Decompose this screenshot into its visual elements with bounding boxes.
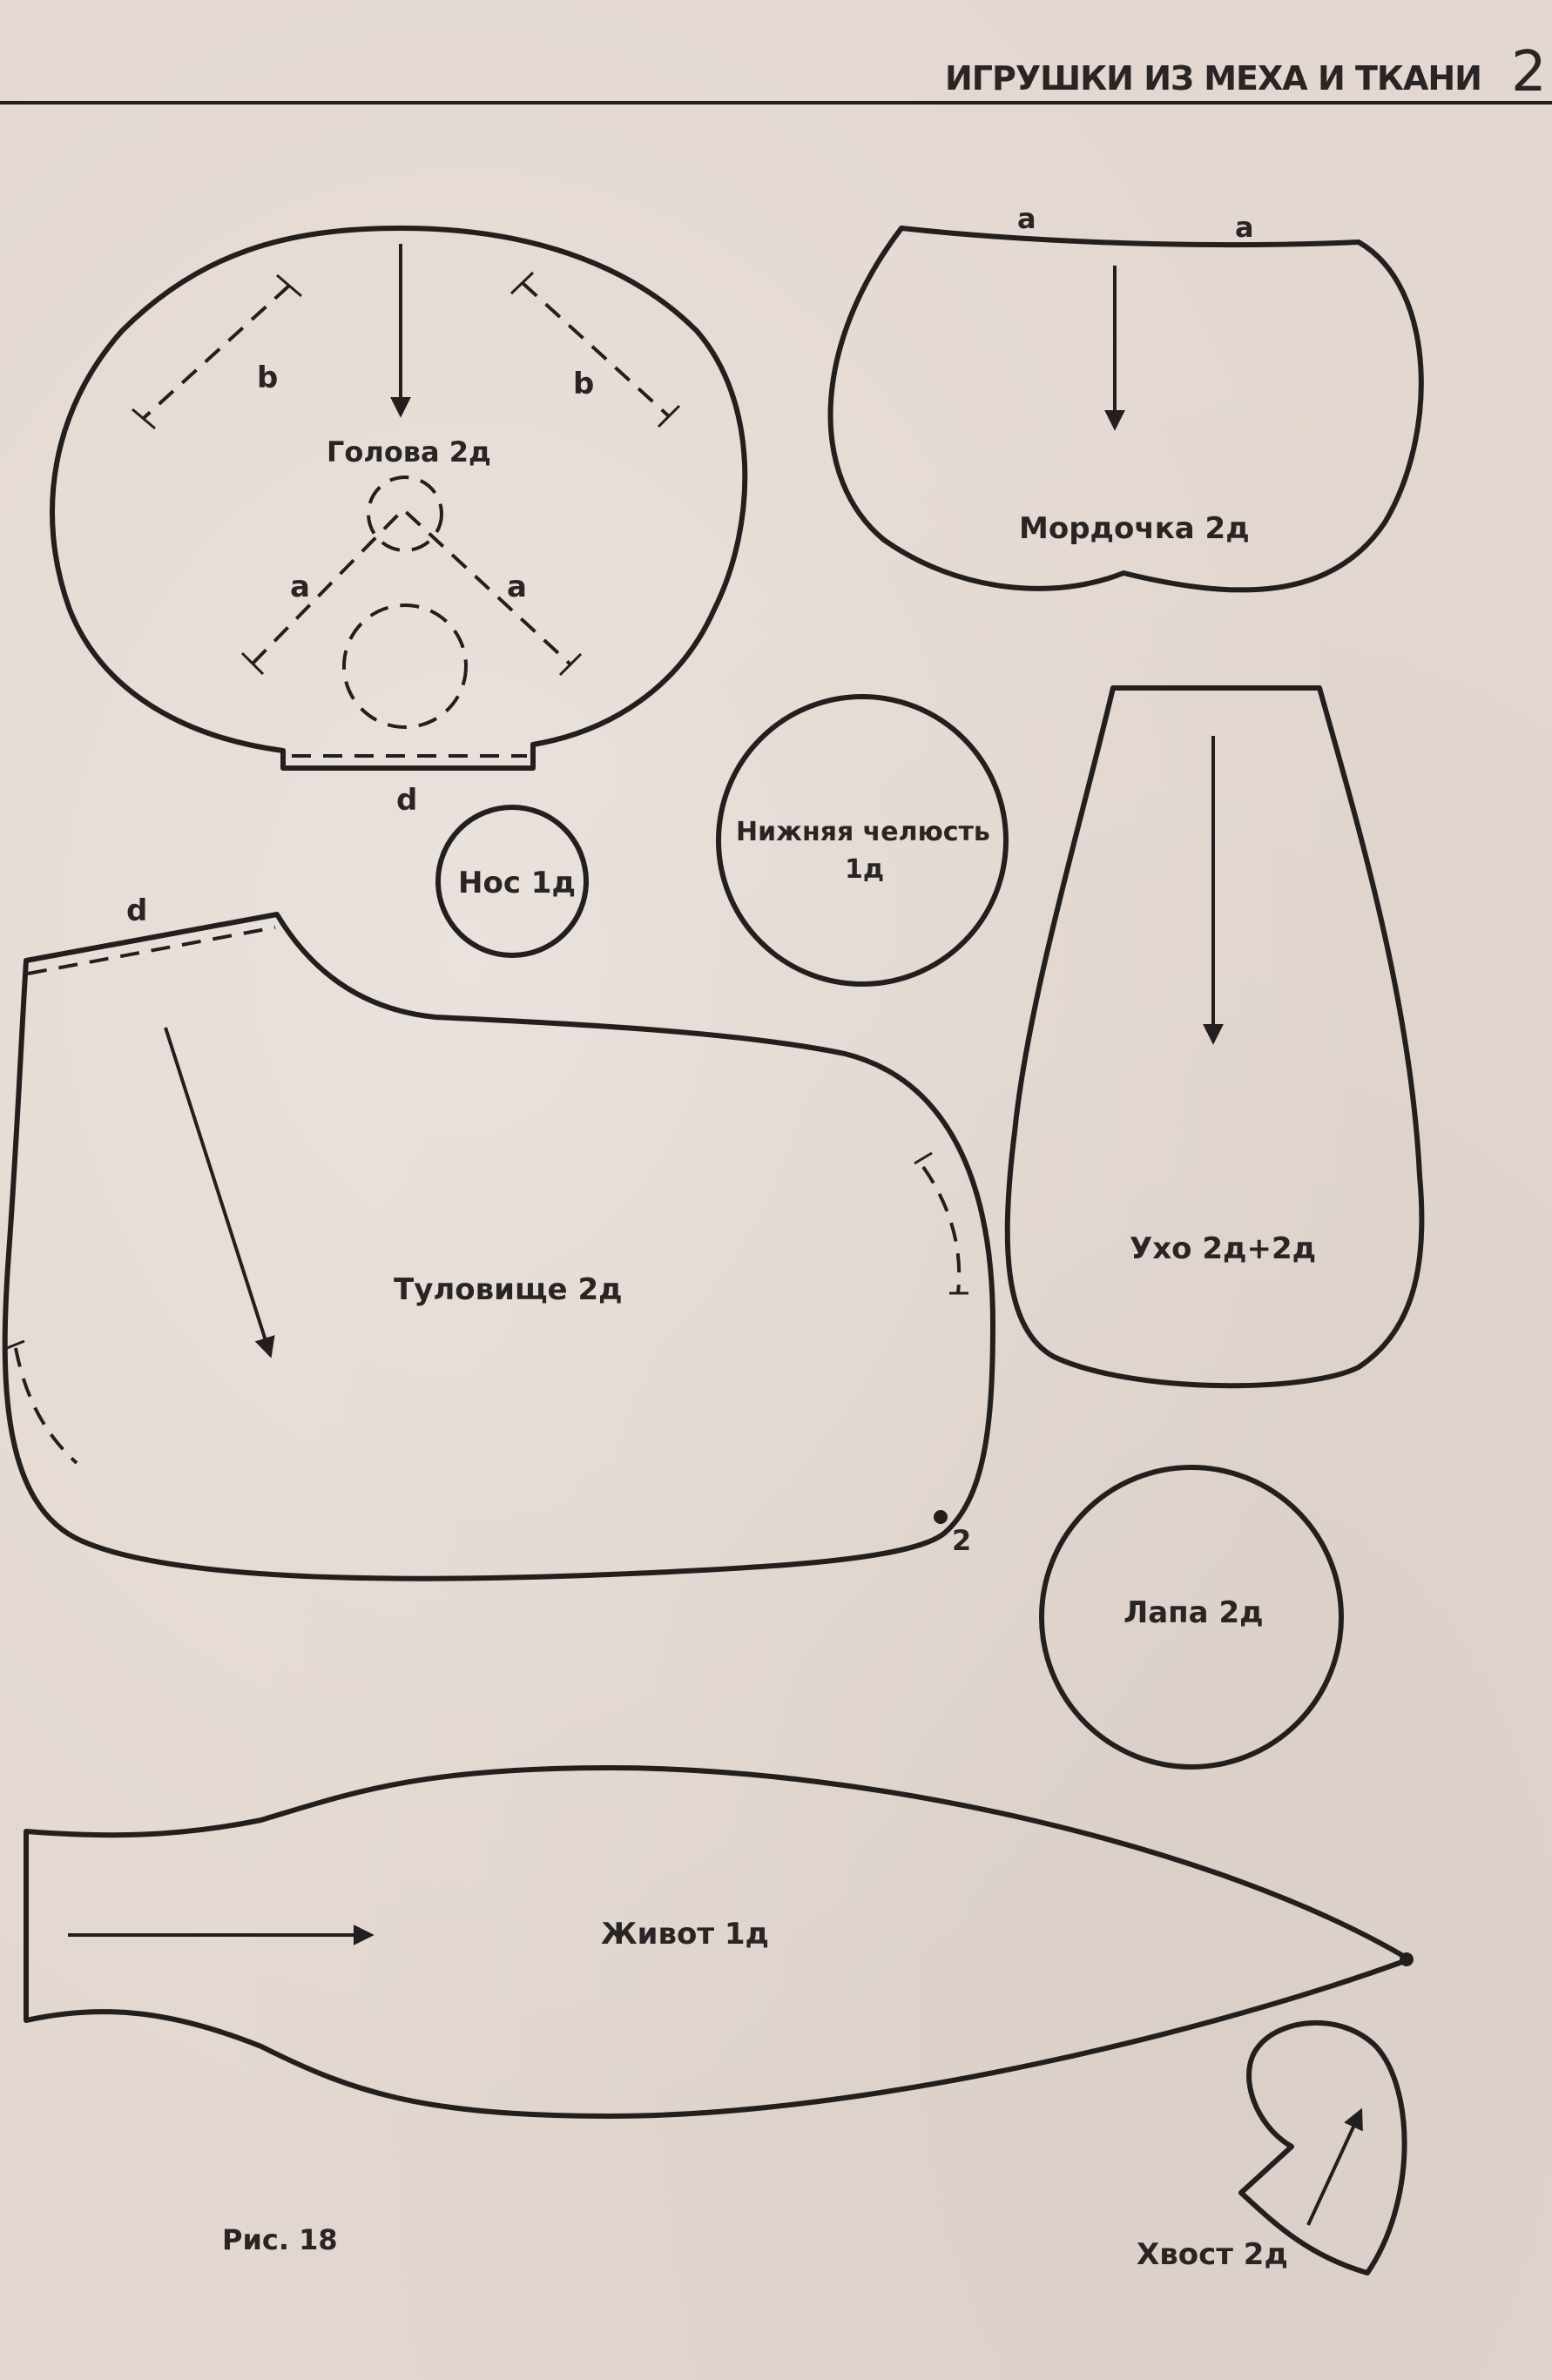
jaw-piece: Нижняя челюсть 1д <box>716 694 1009 987</box>
head-dart-left-b <box>142 284 291 420</box>
head-mark-b-right: b <box>573 367 594 401</box>
body-mark-d: d <box>126 893 147 928</box>
head-mark-a-left: a <box>290 570 310 604</box>
jaw-label-line2: 1д <box>845 854 884 885</box>
tail-grain-arrow <box>1306 2107 1363 2226</box>
tail-outline <box>1238 2019 1407 2275</box>
tail-label: Хвост 2д <box>1137 2237 1288 2272</box>
muzzle-mark-a-right: a <box>1235 211 1254 244</box>
tail-piece: Хвост 2д <box>1137 2019 1407 2275</box>
head-dart-right-b <box>521 281 671 418</box>
nose-piece: Нос 1д <box>435 805 589 958</box>
paw-outline <box>1039 1465 1344 1770</box>
body-grain-arrow <box>164 1027 275 1359</box>
head-eye-mark <box>367 475 443 552</box>
body-piece: d 2 Туловище 2д <box>2 893 995 1581</box>
body-label: Туловище 2д <box>394 1272 623 1307</box>
head-outline <box>50 226 748 771</box>
belly-tip-mark <box>1400 1952 1414 1966</box>
body-dart-right <box>921 1165 962 1294</box>
head-mark-a-right: a <box>507 570 527 604</box>
head-piece: Голова 2д b b a a d <box>50 226 748 818</box>
nose-label: Нос 1д <box>458 866 576 900</box>
body-top-seam-d <box>27 926 276 975</box>
muzzle-piece: a a Мордочка 2д <box>827 202 1424 593</box>
ear-label: Ухо 2д+2д <box>1130 1231 1316 1266</box>
header-title: ИГРУШКИ ИЗ МЕХА И ТКАНИ <box>945 59 1482 98</box>
ear-outline <box>1004 685 1425 1389</box>
muzzle-outline <box>827 226 1424 593</box>
paw-piece: Лапа 2д <box>1039 1465 1344 1770</box>
head-dart-a <box>251 507 572 666</box>
ear-piece: Ухо 2д+2д <box>1004 685 1425 1389</box>
head-nose-mark <box>342 603 468 729</box>
body-outline <box>2 912 995 1581</box>
head-mark-b-left: b <box>257 361 278 395</box>
body-mark-point <box>934 1510 948 1524</box>
body-dart-left <box>14 1347 78 1465</box>
nose-outline <box>435 805 589 958</box>
jaw-outline <box>716 694 1009 987</box>
belly-label: Живот 1д <box>601 1917 769 1952</box>
head-label: Голова 2д <box>327 435 491 469</box>
figure-caption: Рис. 18 <box>222 2223 338 2256</box>
paw-label: Лапа 2д <box>1124 1595 1264 1630</box>
page-number: 2 <box>1511 40 1547 105</box>
belly-piece: Живот 1д <box>24 1765 1414 2119</box>
jaw-label-line1: Нижняя челюсть <box>736 817 990 847</box>
head-mark-d: d <box>396 783 417 818</box>
body-mark-2: 2 <box>952 1524 971 1557</box>
muzzle-mark-a-left: a <box>1017 202 1036 235</box>
muzzle-label: Мордочка 2д <box>1019 511 1250 546</box>
